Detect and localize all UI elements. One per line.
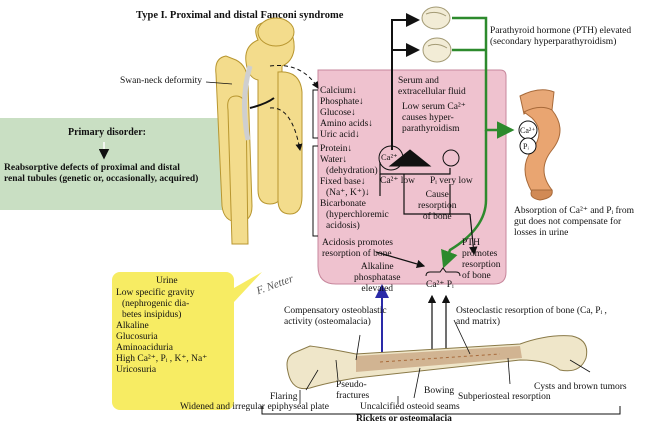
figure-title: Type I. Proximal and distal Fanconi synd… (136, 10, 344, 21)
parathyroid-glands (421, 6, 452, 63)
ca-symbol: Ca²⁺ (381, 152, 398, 162)
rickets-label: Rickets or osteomalacia (356, 414, 452, 424)
low-serum-ca-label: Low serum Ca²⁺causes hyper-parathyroidis… (402, 102, 466, 134)
primary-disorder-text: Reabsorptive defects of proximal and dis… (4, 163, 199, 184)
kidney-tubule-illustration (215, 17, 303, 245)
urine-list: Low specific gravity (nephrogenic dia- b… (116, 288, 208, 375)
flaring-label: Flaring (270, 392, 298, 402)
widened-label: Widened and irregular epiphyseal plate (180, 402, 329, 412)
pi-very-low-label: Pᵢ very low (430, 176, 473, 186)
ca-low-label: Ca²⁺ low (380, 176, 416, 186)
primary-disorder-header: Primary disorder: (67, 127, 147, 138)
bone-illustration (286, 335, 588, 390)
primary-disorder-box (0, 118, 236, 210)
uncalcified-label: Uncalcified osteoid seams (360, 402, 460, 412)
intestine-illustration (518, 89, 561, 201)
urine-box (112, 272, 234, 410)
gut-ca-symbol: Ca²⁺ (520, 126, 536, 135)
ca-pi-label: Ca²⁺ Pᵢ (426, 280, 454, 290)
loss-list-group-2: Protein↓Water↓(dehydration)Fixed base↓(N… (320, 144, 389, 231)
subperiosteal-label: Subperiosteal resorption (458, 392, 551, 402)
osteoclastic-label: Osteoclastic resorption of bone (Ca, Pᵢ … (456, 306, 607, 327)
pth-elevated-label: Parathyroid hormone (PTH) elevated(secon… (490, 26, 632, 47)
loss-list-group-1: Calcium↓Phosphate↓Glucose↓Amino acids↓Ur… (320, 86, 374, 140)
urine-header: Urine (156, 276, 178, 286)
swan-neck-label: Swan-neck deformity (120, 76, 203, 86)
pseudofractures-label: Pseudo-fractures (336, 380, 370, 401)
serum-box (317, 69, 507, 285)
cysts-label: Cysts and brown tumors (534, 382, 627, 392)
gut-pi-symbol: Pᵢ (523, 142, 529, 151)
bowing-label: Bowing (424, 386, 455, 396)
